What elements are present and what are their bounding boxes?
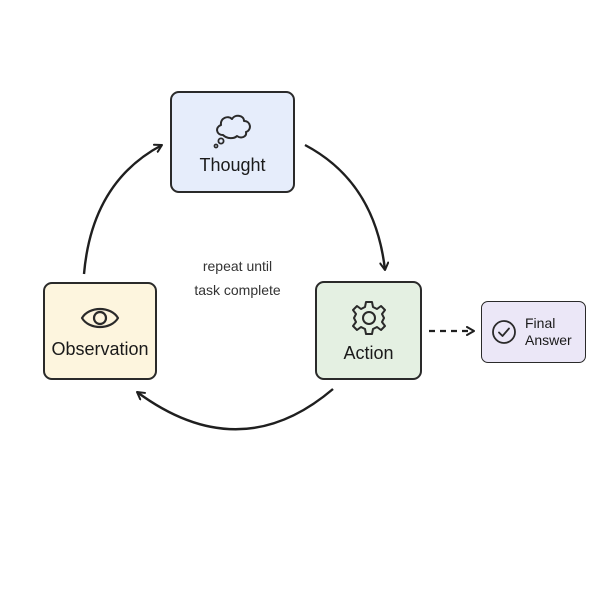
final-answer-line-2: Answer <box>525 332 572 348</box>
thought-cloud-icon <box>213 114 251 149</box>
action-label: Action <box>343 342 394 363</box>
loop-note-line-2: task complete <box>194 282 281 298</box>
final-answer-line-1: Final <box>525 315 556 331</box>
loop-note: repeat until task complete <box>160 254 315 302</box>
observation-node: Observation <box>43 282 157 380</box>
arrow-action-to-observation <box>136 388 334 431</box>
final-answer-node: Final Answer <box>481 301 586 363</box>
arrow-observation-to-thought <box>82 143 163 275</box>
gear-icon <box>351 300 386 335</box>
observation-label: Observation <box>51 339 149 359</box>
check-circle-icon <box>492 320 516 344</box>
arrow-thought-to-action <box>304 143 390 271</box>
thought-node: Thought <box>170 91 295 193</box>
eye-icon <box>80 307 120 329</box>
thought-label: Thought <box>199 155 266 175</box>
final-answer-label: Final Answer <box>525 315 572 349</box>
action-node: Action <box>315 281 422 380</box>
loop-note-line-1: repeat until <box>202 258 273 274</box>
